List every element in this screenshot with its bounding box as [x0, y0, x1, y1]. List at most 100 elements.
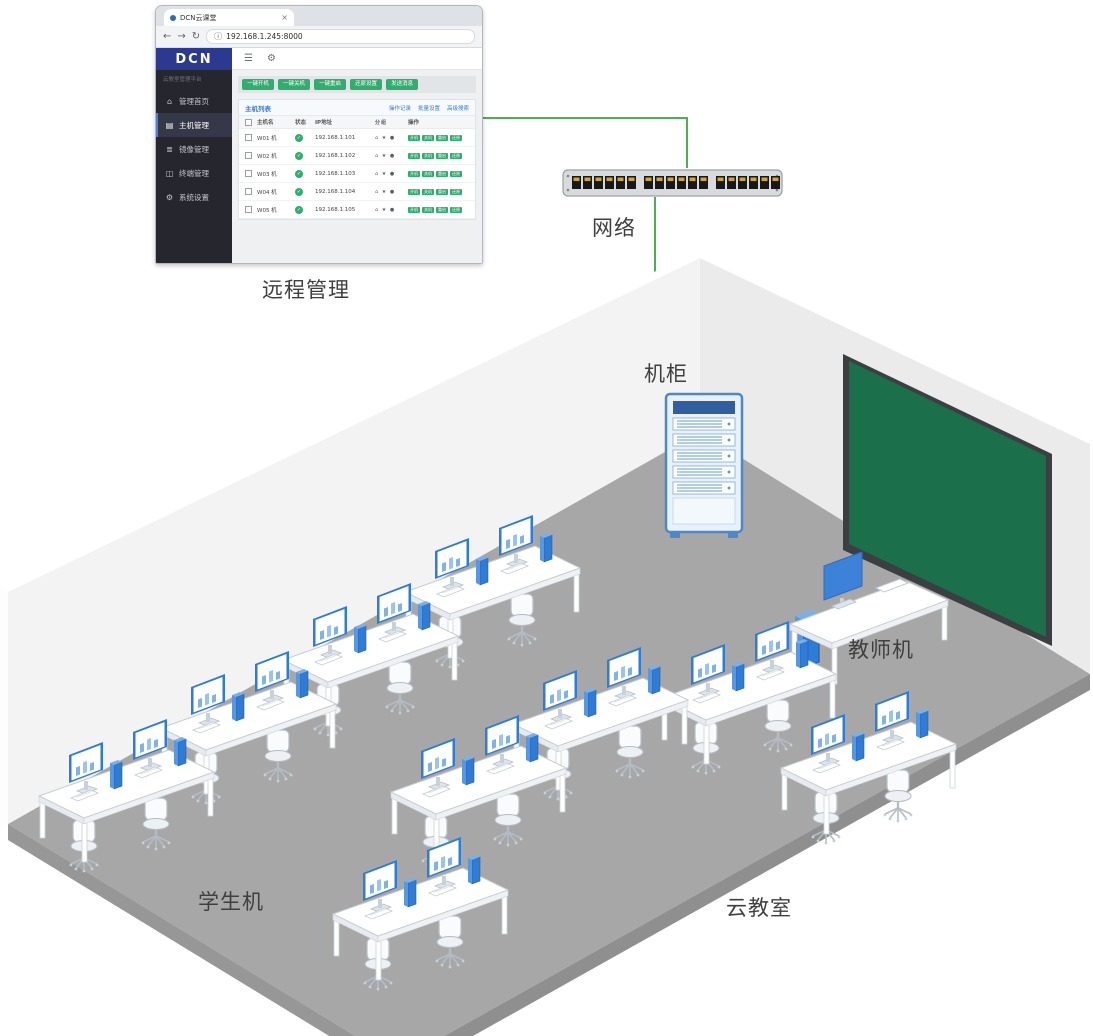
app-header: DCN ☰ ⚙ — [156, 48, 482, 70]
batch-link[interactable]: 批量设置 — [417, 105, 440, 112]
link-management-to-switch — [481, 117, 688, 168]
browser-tab[interactable]: DCN云课堂 × — [164, 9, 294, 26]
forward-icon[interactable]: → — [177, 30, 186, 42]
select-all-checkbox[interactable] — [245, 118, 252, 126]
sidebar-item-label: 终端管理 — [179, 168, 209, 178]
message-button[interactable]: 发送消息 — [386, 79, 419, 90]
bulk-action-toolbar: 一键开机 一键关机 一键重启 还原设置 发送消息 — [238, 76, 476, 93]
group-icons: ⌂ ★ ● — [375, 152, 396, 159]
search-link[interactable]: 高级搜索 — [446, 105, 469, 112]
app-topbar: ☰ ⚙ — [232, 48, 482, 70]
group-icons: ⌂ ★ ● — [375, 134, 396, 141]
browser-tabbar: DCN云课堂 × — [156, 6, 482, 26]
host-ip: 192.168.1.101 — [315, 134, 356, 141]
host-action-badge[interactable]: 重启 — [436, 188, 448, 195]
host-action-badge[interactable]: 关机 — [422, 188, 434, 195]
row-checkbox[interactable] — [245, 170, 252, 177]
label-remote-management: 远程管理 — [262, 278, 350, 302]
table-row[interactable]: W02 机 ✓ 192.168.1.102 ⌂ ★ ● 开机 关机 重启 还原 — [239, 147, 475, 165]
menu-icon[interactable]: ☰ — [244, 52, 253, 64]
host-action-badge[interactable]: 还原 — [450, 206, 462, 213]
host-action-badge[interactable]: 关机 — [422, 170, 434, 177]
sidebar-item-label: 管理首页 — [179, 96, 209, 106]
settings-icon: ⚙ — [165, 192, 174, 202]
host-action-badge[interactable]: 开机 — [408, 152, 420, 159]
host-ip: 192.168.1.103 — [315, 170, 356, 177]
restore-button[interactable]: 还原设置 — [350, 79, 383, 90]
tab-close-icon[interactable]: × — [281, 12, 288, 22]
sidebar-item-terminals[interactable]: ◫ 终端管理 — [156, 161, 232, 185]
log-link[interactable]: 操作记录 — [388, 105, 411, 112]
status-online-icon: ✓ — [295, 133, 303, 142]
host-action-badge[interactable]: 开机 — [408, 134, 420, 141]
reboot-button[interactable]: 一键重启 — [314, 79, 347, 90]
host-action-badge[interactable]: 还原 — [450, 152, 462, 159]
power-on-button[interactable]: 一键开机 — [242, 79, 275, 90]
host-action-badge[interactable]: 重启 — [436, 134, 448, 141]
host-name: W05 机 — [257, 207, 277, 214]
host-action-badge[interactable]: 还原 — [450, 170, 462, 177]
host-name: W04 机 — [257, 189, 277, 196]
address-bar[interactable]: ⓘ 192.168.1.245:8000 — [206, 29, 475, 44]
label-classroom: 云教室 — [726, 896, 792, 920]
host-ip: 192.168.1.102 — [315, 152, 356, 159]
back-icon[interactable]: ← — [163, 30, 172, 42]
label-teacher-station: 教师机 — [848, 638, 914, 662]
status-online-icon: ✓ — [295, 151, 303, 160]
power-off-button[interactable]: 一键关机 — [278, 79, 311, 90]
gear-icon[interactable]: ⚙ — [266, 52, 276, 64]
host-icon: ▤ — [165, 120, 174, 130]
floor-edge-right — [444, 674, 1090, 1036]
sidebar-item-label: 镜像管理 — [179, 144, 209, 154]
status-online-icon: ✓ — [295, 187, 303, 196]
home-icon: ⌂ — [166, 96, 173, 106]
rack-servers — [672, 417, 736, 495]
site-info-icon[interactable]: ⓘ — [214, 31, 223, 41]
sidebar-item-label: 主机管理 — [179, 120, 209, 130]
group-icons: ⌂ ★ ● — [375, 188, 396, 195]
refresh-icon[interactable]: ↻ — [191, 30, 201, 42]
host-action-badge[interactable]: 重启 — [436, 152, 448, 159]
host-action-badge[interactable]: 关机 — [422, 206, 434, 213]
table-row[interactable]: W01 机 ✓ 192.168.1.101 ⌂ ★ ● 开机 关机 重启 还原 — [239, 129, 475, 147]
host-ip: 192.168.1.104 — [315, 188, 356, 195]
table-row[interactable]: W05 机 ✓ 192.168.1.105 ⌂ ★ ● 开机 关机 重启 还原 — [239, 201, 475, 219]
host-action-badge[interactable]: 关机 — [422, 152, 434, 159]
host-action-badge[interactable]: 还原 — [450, 134, 462, 141]
host-action-badge[interactable]: 开机 — [408, 170, 420, 177]
switch-ports — [572, 176, 780, 189]
row-checkbox[interactable] — [245, 152, 252, 159]
host-name: W02 机 — [257, 153, 277, 160]
sidebar-item-images[interactable]: ≣ 镜像管理 — [156, 137, 232, 161]
host-action-badge[interactable]: 关机 — [422, 134, 434, 141]
table-row[interactable]: W03 机 ✓ 192.168.1.103 ⌂ ★ ● 开机 关机 重启 还原 — [239, 165, 475, 183]
host-action-badge[interactable]: 重启 — [436, 170, 448, 177]
label-cabinet: 机柜 — [644, 362, 688, 386]
host-action-badge[interactable]: 开机 — [408, 206, 420, 213]
host-action-badge[interactable]: 开机 — [408, 188, 420, 195]
network-switch — [562, 169, 783, 197]
network-connection-lines — [481, 117, 688, 272]
group-icons: ⌂ ★ ● — [375, 170, 396, 177]
sidebar-item-settings[interactable]: ⚙ 系统设置 — [156, 185, 232, 209]
sidebar-item-home[interactable]: ⌂ 管理首页 — [156, 89, 232, 113]
floor-edge-left — [8, 824, 356, 1036]
panel-title: 主机列表 — [245, 104, 271, 113]
row-checkbox[interactable] — [245, 134, 252, 141]
sidebar-item-hosts[interactable]: ▤ 主机管理 — [156, 113, 232, 137]
table-row[interactable]: W04 机 ✓ 192.168.1.104 ⌂ ★ ● 开机 关机 重启 还原 — [239, 183, 475, 201]
status-online-icon: ✓ — [295, 205, 303, 214]
image-icon: ≣ — [166, 144, 173, 154]
wall-rim-right — [700, 250, 1090, 444]
row-checkbox[interactable] — [245, 206, 252, 213]
wall-rim-outer-left — [0, 585, 8, 832]
tab-title: DCN云课堂 — [180, 13, 217, 22]
host-action-badge[interactable]: 重启 — [436, 206, 448, 213]
terminal-icon: ◫ — [165, 168, 174, 178]
url-text: 192.168.1.245:8000 — [226, 32, 303, 41]
host-action-badge[interactable]: 还原 — [450, 188, 462, 195]
label-student-station: 学生机 — [198, 890, 264, 914]
row-checkbox[interactable] — [245, 188, 252, 195]
